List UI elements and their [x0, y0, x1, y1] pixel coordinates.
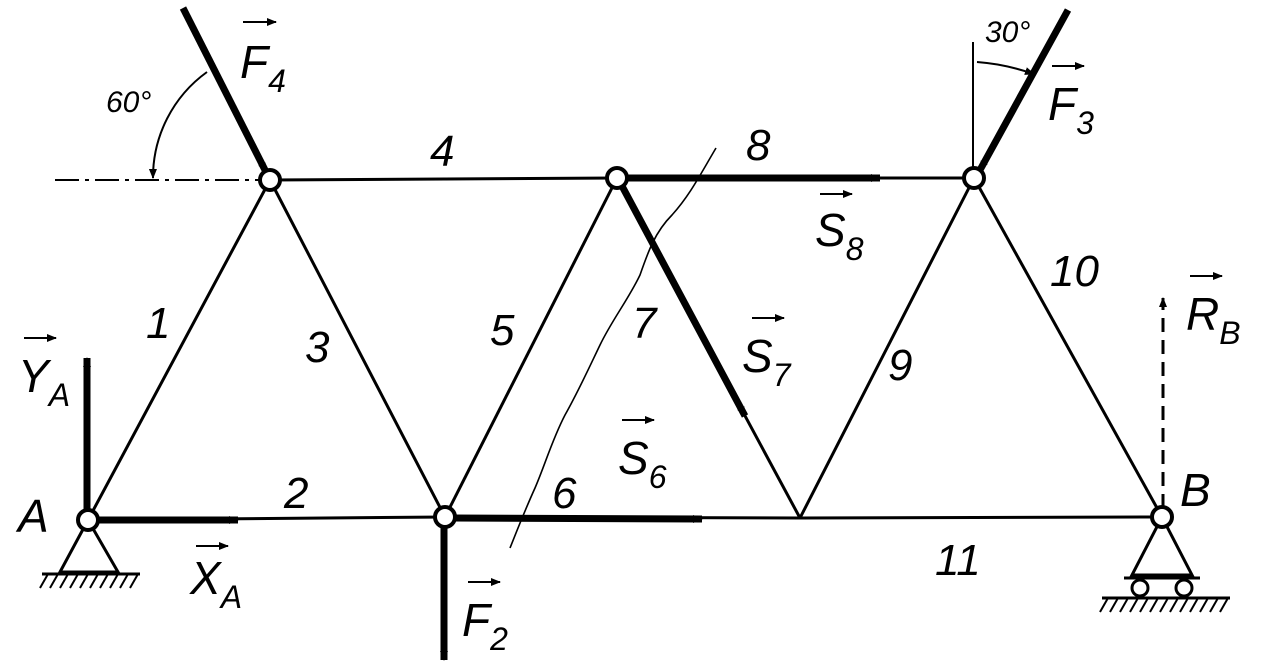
member-label-6: 6 [552, 469, 577, 518]
force-label-rb: RB [1186, 272, 1241, 351]
roller-support-b [1099, 513, 1230, 613]
member-labels: 1 2 3 4 5 6 7 8 9 10 11 [146, 121, 1099, 585]
member-9 [798, 177, 976, 519]
force-label-f2: F2 [462, 578, 508, 657]
svg-text:S7: S7 [742, 330, 792, 393]
support-label-a: A [15, 490, 49, 542]
force-label-xa: XA [189, 542, 242, 615]
force-label-ya: YA [18, 334, 70, 413]
svg-text:F3: F3 [1048, 78, 1094, 141]
member-label-5: 5 [490, 306, 515, 355]
support-label-b: B [1180, 464, 1211, 516]
member-label-7: 7 [632, 299, 658, 348]
svg-text:F4: F4 [240, 36, 286, 99]
force-label-f3: F3 [1048, 62, 1094, 141]
svg-text:YA: YA [18, 350, 70, 413]
force-arrow-f3 [976, 8, 1072, 172]
truss-members [86, 176, 1164, 522]
member-label-10: 10 [1050, 247, 1099, 296]
member-label-8: 8 [746, 121, 771, 170]
angle-label-60: 60° [106, 86, 151, 119]
force-arrow-s7 [618, 184, 749, 418]
force-arrows [83, 6, 1167, 661]
member-label-11: 11 [935, 536, 981, 585]
force-label-f4: F4 [240, 18, 286, 99]
section-cut-line [509, 147, 717, 549]
force-label-s6: S6 [618, 416, 667, 495]
angle-marks [148, 42, 1035, 179]
member-label-2: 2 [283, 469, 308, 518]
member-10 [972, 177, 1164, 518]
angle-arc-30 [976, 61, 1035, 75]
joint-top-1 [258, 168, 282, 192]
force-arrow-s6 [451, 514, 703, 523]
joint-a [76, 508, 100, 532]
member-label-1: 1 [146, 299, 170, 348]
svg-text:S6: S6 [618, 432, 667, 495]
pin-support-a [39, 516, 140, 589]
svg-text:XA: XA [189, 552, 242, 615]
joint-top-2 [605, 166, 629, 190]
angle-arc-60 [148, 71, 208, 179]
angle-label-30: 30° [985, 16, 1030, 49]
member-4 [269, 176, 618, 182]
svg-text:RB: RB [1186, 288, 1241, 351]
joint-top-3 [962, 166, 986, 190]
force-label-s7: S7 [742, 314, 792, 393]
member-label-4: 4 [430, 127, 454, 176]
member-11 [799, 515, 1163, 520]
member-label-3: 3 [305, 323, 330, 372]
member-3 [268, 179, 447, 518]
member-1 [86, 179, 272, 521]
member-5 [443, 177, 619, 518]
force-label-s8: S8 [815, 190, 864, 267]
member-label-9: 9 [888, 341, 912, 390]
joint-bottom-1 [433, 505, 457, 529]
joint-b [1150, 505, 1174, 529]
joints [76, 166, 1174, 532]
svg-text:S8: S8 [815, 204, 864, 267]
svg-text:F2: F2 [462, 594, 508, 657]
force-arrow-f4 [179, 6, 270, 174]
